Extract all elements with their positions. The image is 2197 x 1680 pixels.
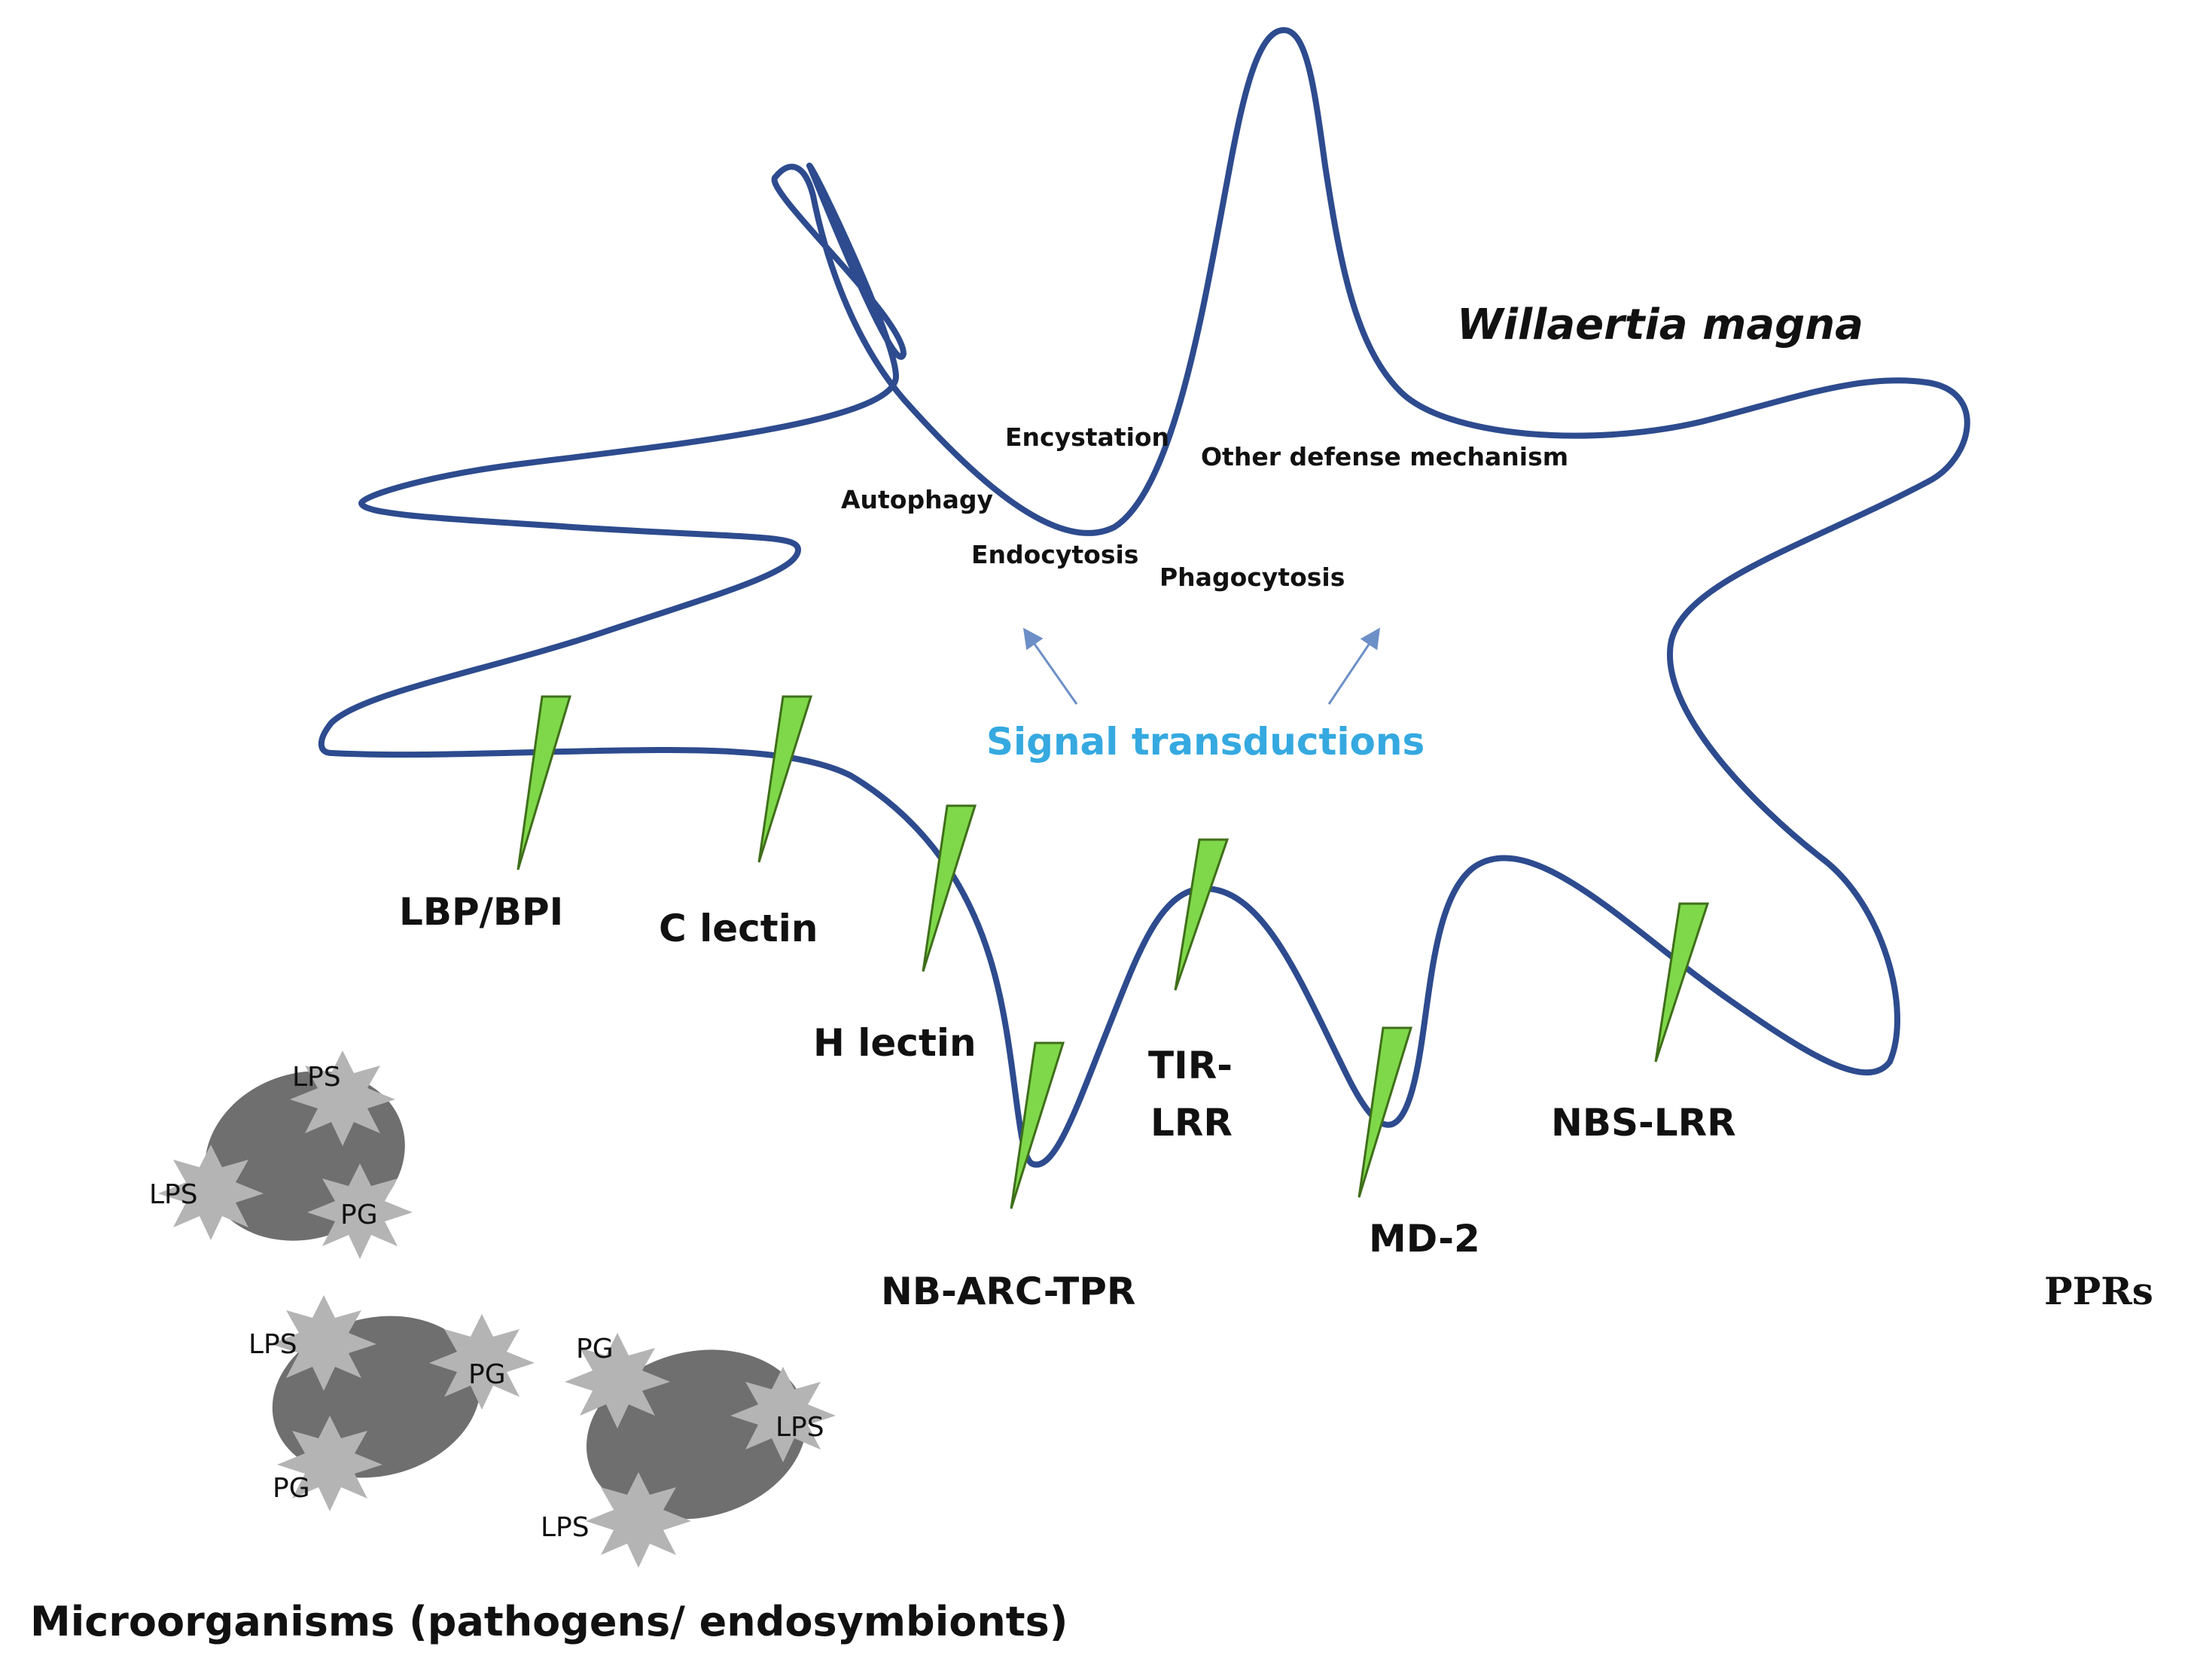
lps-molecule-star [271, 1295, 376, 1391]
lps-molecule-star [158, 1145, 264, 1240]
lps-label: LPS [776, 1412, 824, 1443]
receptor-label-lrr: LRR [1150, 1101, 1233, 1145]
receptor-label-nbs-lrr: NBS-LRR [1551, 1101, 1736, 1145]
microorganisms-caption: Microorganisms (pathogens/ endosymbionts… [30, 1598, 1068, 1645]
lps-molecule-star [290, 1050, 395, 1146]
receptor-label-nb-arc-tpr: NB-ARC-TPR [881, 1270, 1135, 1313]
lps-label: LPS [248, 1329, 297, 1360]
receptor-label-tir: TIR- [1148, 1044, 1233, 1087]
signal-arrow-left [1022, 627, 1078, 705]
pg-label: PG [340, 1200, 378, 1230]
pg-label: PG [468, 1359, 506, 1390]
receptor-label-h-lectin: H lectin [813, 1021, 977, 1065]
receptor-md-2-spike [1358, 1026, 1413, 1198]
signal-transductions-label: Signal transductions [986, 720, 1425, 764]
receptor-label-md-2: MD-2 [1369, 1217, 1480, 1261]
signal-arrow-right [1327, 627, 1381, 705]
process-phagocytosis: Phagocytosis [1159, 563, 1345, 592]
receptor-nbs-lrr-spike [1654, 902, 1710, 1063]
lps-label: LPS [541, 1512, 590, 1543]
receptor-spikes [516, 695, 1710, 1209]
pg-label: PG [273, 1473, 310, 1504]
pg-molecule-star [565, 1333, 670, 1428]
microbe: LPS PG PG [248, 1295, 535, 1511]
process-other-defense: Other defense mechanism [1201, 442, 1568, 471]
cell-membrane [328, 27, 1970, 1168]
microbe: PG LPS LPS [541, 1333, 836, 1568]
pprs-label: PPRs [2044, 1269, 2153, 1313]
process-endocytosis: Endocytosis [971, 540, 1138, 569]
microbes: LPS LPS PG LPS PG PG PG LPS LPS [149, 1050, 836, 1568]
process-encystation: Encystation [1005, 422, 1169, 452]
cell-membrane-left [318, 163, 899, 756]
pg-label: PG [576, 1334, 614, 1364]
organism-name: Willaertia magna [1457, 300, 1863, 349]
receptor-label-c-lectin: C lectin [659, 907, 818, 950]
lps-molecule-star [586, 1472, 691, 1568]
lps-label: LPS [292, 1062, 341, 1093]
receptor-nb-arc-tpr-spike [1010, 1041, 1065, 1209]
receptor-h-lectin-spike [922, 804, 977, 972]
pg-molecule-star [307, 1163, 413, 1259]
pg-molecule-star [277, 1416, 382, 1511]
receptor-c-lectin-spike [757, 695, 813, 863]
microbe: LPS LPS PG [149, 1050, 413, 1259]
pg-molecule-star [429, 1314, 535, 1410]
lps-label: LPS [149, 1179, 198, 1210]
lps-molecule-star [730, 1367, 836, 1462]
receptor-lbp-bpi-spike [516, 695, 572, 870]
receptor-tir-lrr-spike [1174, 838, 1230, 991]
receptor-label-lbp-bpi: LBP/BPI [399, 890, 563, 934]
process-autophagy: Autophagy [841, 485, 993, 514]
